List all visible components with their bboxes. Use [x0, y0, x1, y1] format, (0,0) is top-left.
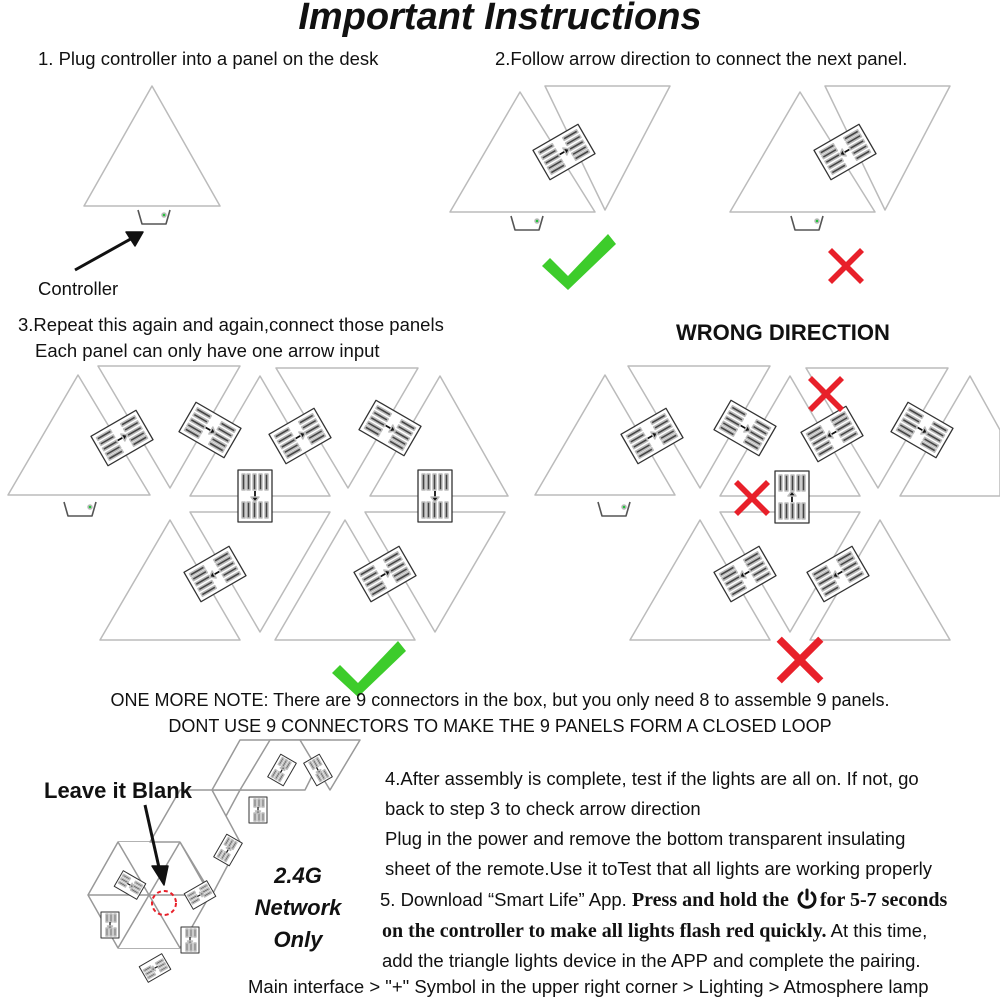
step4-line3: Plug in the power and remove the bottom … [385, 828, 906, 849]
step5-line3: add the triangle lights device in the AP… [382, 950, 921, 971]
page-title: Important Instructions [298, 0, 702, 38]
step5-line2: on the controller to make all lights fla… [382, 920, 927, 943]
step5-at-this-time: At this time, [826, 920, 928, 941]
step2-wrong-diagram [729, 85, 951, 231]
step5-download: 5. Download “Smart Life” App. [380, 889, 632, 910]
power-icon [796, 888, 818, 915]
network-label: 2.4G Network Only [254, 863, 342, 952]
wrong-direction-heading: WRONG DIRECTION [676, 320, 890, 345]
assembled-layout-diagram [87, 739, 361, 984]
step3-line2: Each panel can only have one arrow input [35, 340, 380, 361]
step3-line1: 3.Repeat this again and again,connect th… [18, 314, 444, 335]
cross-icon [776, 636, 824, 684]
step2-text: 2.Follow arrow direction to connect the … [495, 48, 908, 69]
step1-diagram [74, 85, 221, 272]
step4-line1: 4.After assembly is complete, test if th… [385, 768, 919, 789]
controller-label: Controller [38, 278, 119, 299]
check-icon [332, 641, 406, 697]
note-line1: ONE MORE NOTE: There are 9 connectors in… [110, 690, 890, 710]
wrong-direction-diagram [534, 365, 1000, 641]
step4-line4: sheet of the remote.Use it toTest that a… [385, 858, 933, 879]
step4-line2: back to step 3 to check arrow direction [385, 798, 701, 819]
step2-correct-diagram [449, 85, 671, 231]
note-line2: DONT USE 9 CONNECTORS TO MAKE THE 9 PANE… [168, 716, 832, 736]
check-icon [542, 234, 616, 290]
step5-line1: 5. Download “Smart Life” App. Press and … [380, 888, 947, 915]
leave-blank-label: Leave it Blank [44, 778, 192, 803]
step3-correct-diagram [7, 365, 509, 641]
step1-text: 1. Plug controller into a panel on the d… [38, 48, 379, 69]
step5-flash: on the controller to make all lights fla… [382, 920, 827, 942]
step5-line4: Main interface > "+" Symbol in the upper… [248, 976, 929, 997]
step5-seconds: for 5-7 seconds [819, 889, 948, 911]
cross-icon [828, 248, 864, 284]
step5-press-hold: Press and hold the [631, 889, 794, 911]
